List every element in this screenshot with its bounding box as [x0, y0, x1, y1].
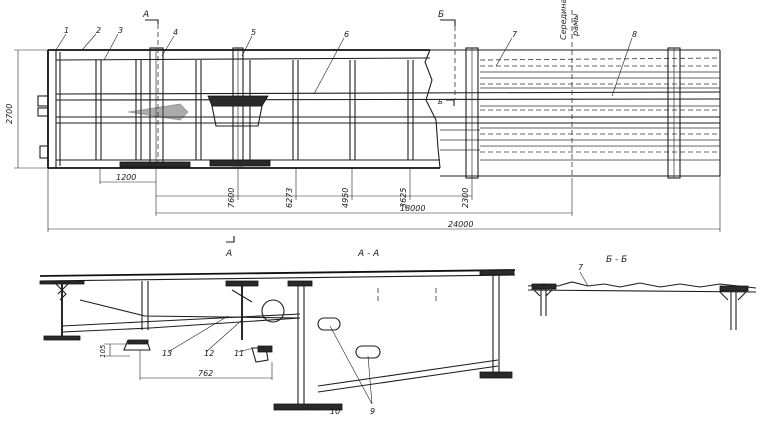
- callout-9: 9: [370, 407, 375, 416]
- section-bb-view: [527, 271, 757, 330]
- section-b-mid-marker: [446, 99, 455, 106]
- center-sill-upper: [55, 91, 721, 95]
- section-aa-title: А - А: [357, 249, 379, 259]
- callout-3: 3: [118, 26, 123, 35]
- callout-1: 1: [64, 26, 69, 35]
- floor-boards: [424, 49, 721, 177]
- callout-12: 12: [204, 349, 214, 358]
- section-a-top-marker: [145, 19, 159, 24]
- section-mark-a-top: А: [142, 10, 149, 20]
- dim-4950: 4950: [341, 188, 350, 208]
- dim-762: 762: [198, 369, 213, 378]
- bb-floor-line: [527, 281, 757, 289]
- callout-11: 11: [234, 349, 244, 358]
- center-note-line1: Середина: [559, 0, 568, 40]
- aa-slot-hole-1: [317, 317, 341, 331]
- callout-8: 8: [632, 30, 637, 39]
- callout-7-bb: 7: [578, 263, 584, 272]
- dim-3625: 3625: [399, 188, 408, 208]
- section-b-top-marker: [440, 19, 456, 26]
- section-mark-b-mid: Б: [438, 98, 443, 106]
- section-bb-title: Б - Б: [606, 255, 627, 265]
- dim-6273: 6273: [285, 188, 294, 208]
- callout-7: 7: [512, 30, 518, 39]
- callout-2: 2: [96, 26, 101, 35]
- callout-5: 5: [251, 28, 256, 37]
- section-mark-b-top: Б: [438, 10, 444, 20]
- aa-lightening-hole: [261, 299, 285, 323]
- callout-13: 13: [162, 349, 172, 358]
- dim-24000: 24000: [448, 220, 473, 229]
- cross-members: [95, 60, 414, 160]
- dim-18000: 18000: [400, 204, 425, 213]
- dim-7600: 7600: [227, 188, 236, 208]
- aa-top-deck: [39, 269, 516, 277]
- plan-dimensions: [14, 49, 721, 232]
- callout-10: 10: [330, 407, 340, 416]
- section-aa-view: [39, 269, 516, 411]
- plan-view: [37, 10, 721, 243]
- section-mark-a-bottom: А: [225, 249, 232, 259]
- bolster-bottom-plate: [119, 161, 191, 168]
- center-note-line2: рамы: [571, 14, 580, 37]
- section-a-bottom-marker: [226, 236, 235, 243]
- callout-4: 4: [173, 28, 178, 37]
- dim-105: 105: [99, 344, 107, 358]
- aa-bottom-plate: [273, 403, 343, 411]
- callout-6: 6: [344, 30, 349, 39]
- dim-2300: 2300: [461, 188, 470, 208]
- dim-1200: 1200: [116, 173, 136, 182]
- aa-sloped-member: [61, 313, 301, 327]
- callout-leaders: [55, 33, 633, 97]
- coupler-end: [37, 95, 49, 159]
- dim-height: 2700: [5, 104, 14, 124]
